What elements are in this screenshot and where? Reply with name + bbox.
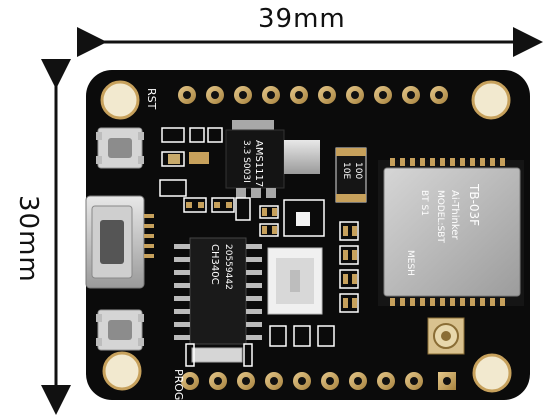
rgb-led (267, 247, 323, 315)
module-label-2: MODEL:SBT (435, 190, 445, 243)
rst-button (96, 127, 144, 169)
smd-components-left (159, 127, 223, 197)
usb-serial-chip (174, 237, 262, 345)
micro-usb-connector (85, 195, 154, 289)
module-label-3: MESH (405, 250, 415, 276)
smd-resistor-100 (335, 147, 367, 203)
module-label-1: Ai-Thinker (449, 190, 460, 240)
usb-chip-label-2: 20559442 (223, 244, 233, 290)
bottom-header-pins (181, 372, 456, 390)
module-brand: TB-03F (467, 183, 481, 226)
top-header-pins (178, 86, 448, 104)
antenna-connector (427, 317, 465, 355)
regulator-label-2: 3.3 S003I (241, 140, 251, 183)
prog-label: PROG (172, 369, 185, 400)
resistor-label: 100 (353, 162, 363, 179)
regulator-label-1: AMS1117 (253, 140, 264, 187)
status-led (296, 212, 310, 226)
module-label-4: BT S1 (419, 190, 429, 216)
bottom-small-component (185, 343, 253, 367)
wireless-module (378, 158, 524, 306)
rst-label: RST (145, 88, 158, 110)
voltage-regulator (225, 120, 320, 198)
mounting-holes (100, 80, 512, 393)
smd-capacitor (168, 154, 180, 164)
smd-resistor (189, 152, 209, 164)
resistor-label-2: 10E (341, 162, 351, 179)
smd-components-middle (183, 197, 359, 347)
usb-chip-label-1: CH340C (209, 244, 220, 285)
smd-passives-gold (186, 202, 357, 308)
prog-button (96, 309, 144, 351)
